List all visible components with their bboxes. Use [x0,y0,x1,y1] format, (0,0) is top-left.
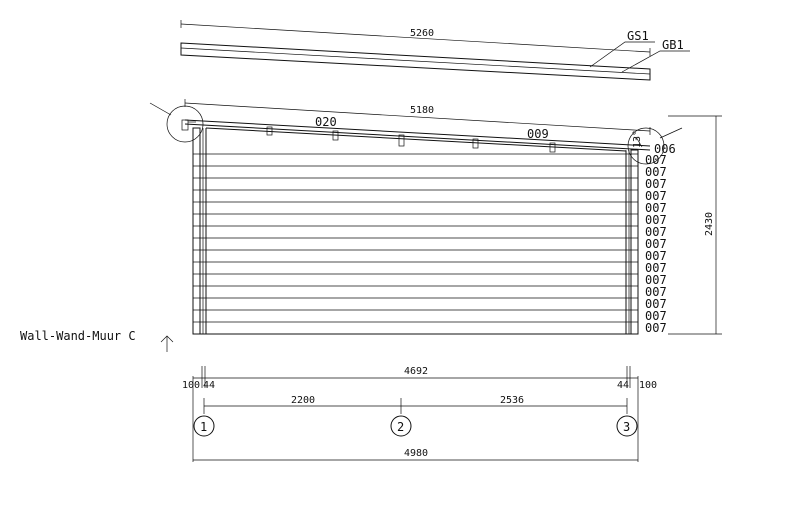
beam-label-006: 006 [654,142,676,156]
wall-title-block: Wall-Wand-Muur C [20,329,174,352]
purlin-label-009: 009 [527,127,549,141]
detail-circle-left [149,102,204,143]
svg-text:2: 2 [397,420,404,434]
roof-board-detail: 5260 GS1 GB1 [180,20,690,81]
svg-text:1: 1 [200,420,207,434]
svg-text:3: 3 [623,420,630,434]
wall-log-label: 007 [645,201,667,215]
bottom-dimensions: 100 44 4692 44 100 2200 2536 4980 [182,366,657,462]
wall-log-lines [193,153,638,323]
axis-marker-1: 1 [193,415,215,437]
dim-span: 4692 [404,366,428,377]
wall-log-label: 007 [645,213,667,227]
wall-log-labels: 0070070070070070070070070070070070070070… [645,153,667,335]
wall-log-label: 007 [645,297,667,311]
roof-dimension: 5180 [184,99,651,135]
wall-log-label: 007 [645,321,667,335]
axis-marker-2: 2 [390,415,412,437]
wall-height: 2430 [704,212,715,236]
wall-log-label: 007 [645,153,667,167]
label-gb1: GB1 [662,38,684,52]
height-dimension: 2430 [668,115,722,335]
wall-log-label: 007 [645,249,667,263]
wall-log-label: 007 [645,309,667,323]
dim-left-outer: 100 [182,380,200,391]
dim-segment-b: 2536 [500,395,524,406]
dim-right-outer: 100 [639,380,657,391]
roof-angle: 13° [632,130,643,148]
dim-total: 4980 [404,448,428,459]
wall-log-label: 007 [645,261,667,275]
label-gs1: GS1 [627,29,649,43]
dim-segment-a: 2200 [291,395,315,406]
axis-markers: 1 2 3 [193,415,638,437]
roof-edge: 020 009 006 [184,115,676,156]
wall-log-label: 007 [645,189,667,203]
wall-log-label: 007 [645,177,667,191]
detail-circle-right: 13° [627,127,683,165]
wall-title: Wall-Wand-Muur C [20,329,136,343]
dim-right-inner: 44 [617,380,629,391]
wall-log-label: 007 [645,285,667,299]
roof-board-length: 5260 [410,28,434,39]
purlin-label-020: 020 [315,115,337,129]
axis-marker-3: 3 [616,415,638,437]
wall-log-label: 007 [645,273,667,287]
dim-left-inner: 44 [203,380,215,391]
wall-log-label: 007 [645,165,667,179]
wall-log-label: 007 [645,237,667,251]
wall-log-label: 007 [645,225,667,239]
wall-body [192,127,639,335]
roof-length: 5180 [410,105,434,116]
